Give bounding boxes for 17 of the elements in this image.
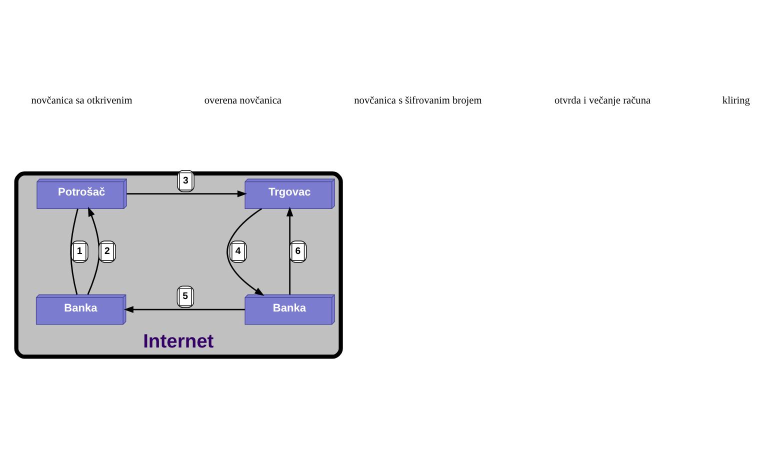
arrow [226,208,264,296]
edge-label: 5 [182,290,188,302]
label: kliring [722,95,750,106]
label: novčanica sa otkrivenim [31,95,132,106]
edge-label: 1 [76,245,82,256]
label: novčanica s šifrovanim brojem [354,95,482,106]
edge-label: 3 [183,174,188,186]
edge-label: 2 [104,245,110,256]
arrow [87,206,100,294]
label: overena novčanica [204,95,282,106]
arrow [126,190,248,197]
arrow [124,306,245,312]
label: otvrda i večanje računa [554,95,651,106]
edge-label: 4 [235,245,241,256]
arrow [286,206,294,294]
connector [70,208,78,294]
edge-label: 6 [295,245,301,256]
